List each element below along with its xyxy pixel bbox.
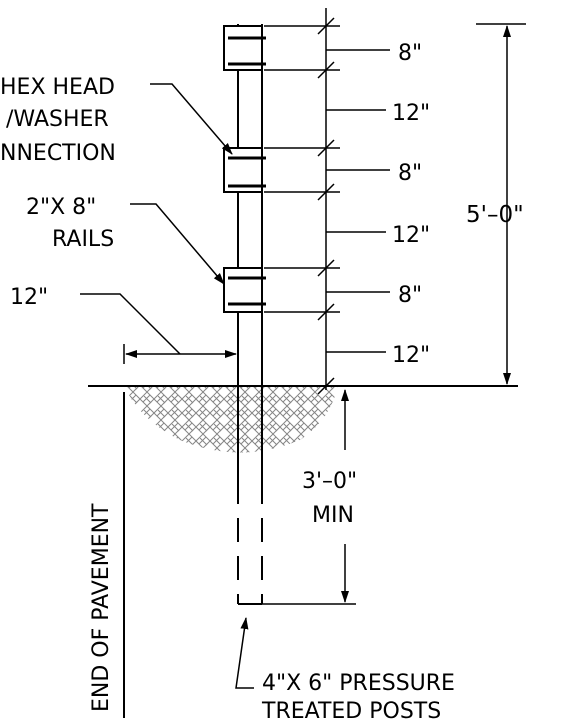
rails-label-line1: 2"X 8": [26, 195, 96, 220]
embed-depth-min-label: MIN: [312, 503, 354, 528]
embed-depth-label: 3'–0": [302, 469, 357, 494]
soil-hatch: [124, 386, 338, 453]
spacing-label-3: 8": [398, 161, 422, 186]
hex-head-label-line1: HEX HEAD: [0, 75, 115, 100]
rail-top: [223, 25, 266, 71]
spacing-label-2: 12": [392, 101, 430, 126]
overall-height-label: 5'–0": [466, 202, 524, 228]
spacing-ticks: [264, 17, 340, 395]
posts-label-line2: TREATED POSTS: [261, 699, 441, 720]
post: [237, 24, 263, 605]
hex-head-label-line2: /WASHER: [6, 107, 109, 132]
spacing-label-5: 8": [398, 283, 422, 308]
hex-head-leader: [150, 83, 233, 155]
offset-leader: [80, 293, 181, 355]
posts-leader: [235, 617, 254, 689]
rail-bottom: [223, 267, 266, 313]
spacing-leaders: [326, 49, 390, 353]
spacing-label-6: 12": [392, 343, 430, 368]
rails-label-line2: RAILS: [52, 227, 114, 252]
rails-leader: [130, 203, 225, 285]
spacing-label-4: 12": [392, 223, 430, 248]
rail-middle: [223, 147, 266, 193]
offset-label: 12": [10, 285, 48, 310]
end-of-pavement-label: END OF PAVEMENT: [89, 503, 114, 712]
hex-head-label-line3: NNECTION: [0, 141, 116, 166]
spacing-label-1: 8": [398, 41, 422, 66]
posts-label-line1: 4"X 6" PRESSURE: [262, 671, 455, 696]
